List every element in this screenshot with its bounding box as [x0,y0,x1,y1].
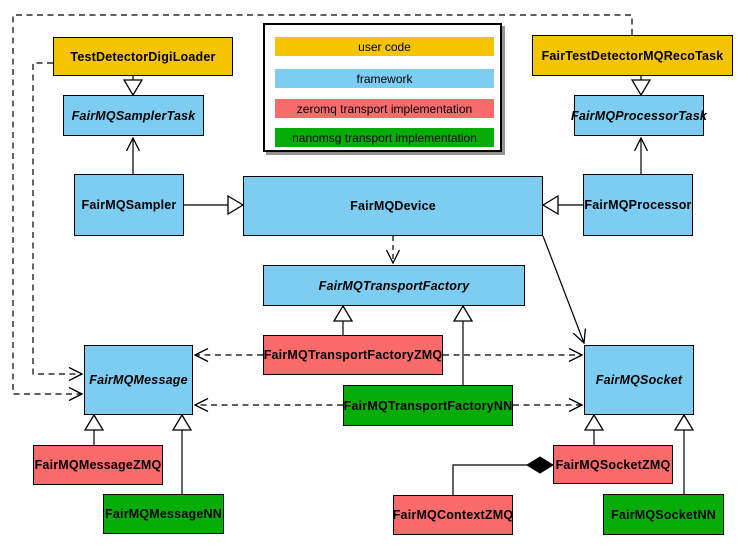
legend-item-user-code: user code [275,37,494,56]
node-fairmqsamplertask: FairMQSamplerTask [63,95,204,136]
legend-item-zeromq: zeromq transport implementation [275,99,494,118]
node-fairmqdevice: FairMQDevice [243,176,543,236]
node-testdetectordigiloader: TestDetectorDigiLoader [53,37,233,76]
edge-fairmqsocketzmq-extends-fairmqsocket [583,413,605,445]
node-fairmqtransportfactoryzmq: FairMQTransportFactoryZMQ [263,335,443,375]
node-fairmqmessagezmq: FairMQMessageZMQ [33,445,163,485]
node-fairmqmessagenn: FairMQMessageNN [103,494,224,534]
edge-fairmqmessagenn-extends-fairmqmessage [171,413,193,494]
edge-fairmqmessagezmq-extends-fairmqmessage [83,413,105,445]
edge-fairtestdetectormqrecotask-extends-fairmqprocessortask [630,76,652,97]
node-fairmqsocket: FairMQSocket [584,345,694,415]
edge-fairmqtransportfactorynn-extends-fairmqtransportfactory [452,304,474,385]
edge-fairmqprocessor-extends-fairmqdevice [541,194,583,216]
edge-fairmqdevice-assoc-fairmqsocket [542,235,584,343]
node-fairmqprocessor: FairMQProcessor [583,174,693,236]
legend-item-framework: framework [275,69,494,88]
node-fairmqcontextzmq: FairMQContextZMQ [393,495,513,535]
edge-fairmqsocketnn-extends-fairmqsocket [673,413,695,494]
edge-fairmqcontextzmq-composed-in-fairmqsocketzmq [452,456,554,495]
edge-fairtestdetectormqrecotask-uses-fairmqmessage [12,14,633,394]
node-fairmqprocessortask: FairMQProcessorTask [571,95,707,136]
edge-fairmqtransportfactoryzmq-extends-fairmqtransportfactory [332,304,354,335]
node-fairmqsampler: FairMQSampler [74,174,184,236]
node-fairmqsocketnn: FairMQSocketNN [603,494,724,535]
node-fairtestdetectormqrecotask: FairTestDetectorMQRecoTask [532,35,733,76]
edge-testdetectordigiloader-extends-fairmqsamplertask [122,76,144,97]
node-fairmqmessage: FairMQMessage [84,345,193,415]
edge-fairmqsampler-extends-fairmqdevice [184,194,245,216]
node-fairmqtransportfactorynn: FairMQTransportFactoryNN [343,385,513,426]
node-fairmqsocketzmq: FairMQSocketZMQ [553,445,673,484]
legend-item-nanomsg: nanomsg transport implementation [275,128,494,147]
node-fairmqtransportfactory: FairMQTransportFactory [263,265,525,306]
legend: user code framework zeromq transport imp… [263,23,502,152]
